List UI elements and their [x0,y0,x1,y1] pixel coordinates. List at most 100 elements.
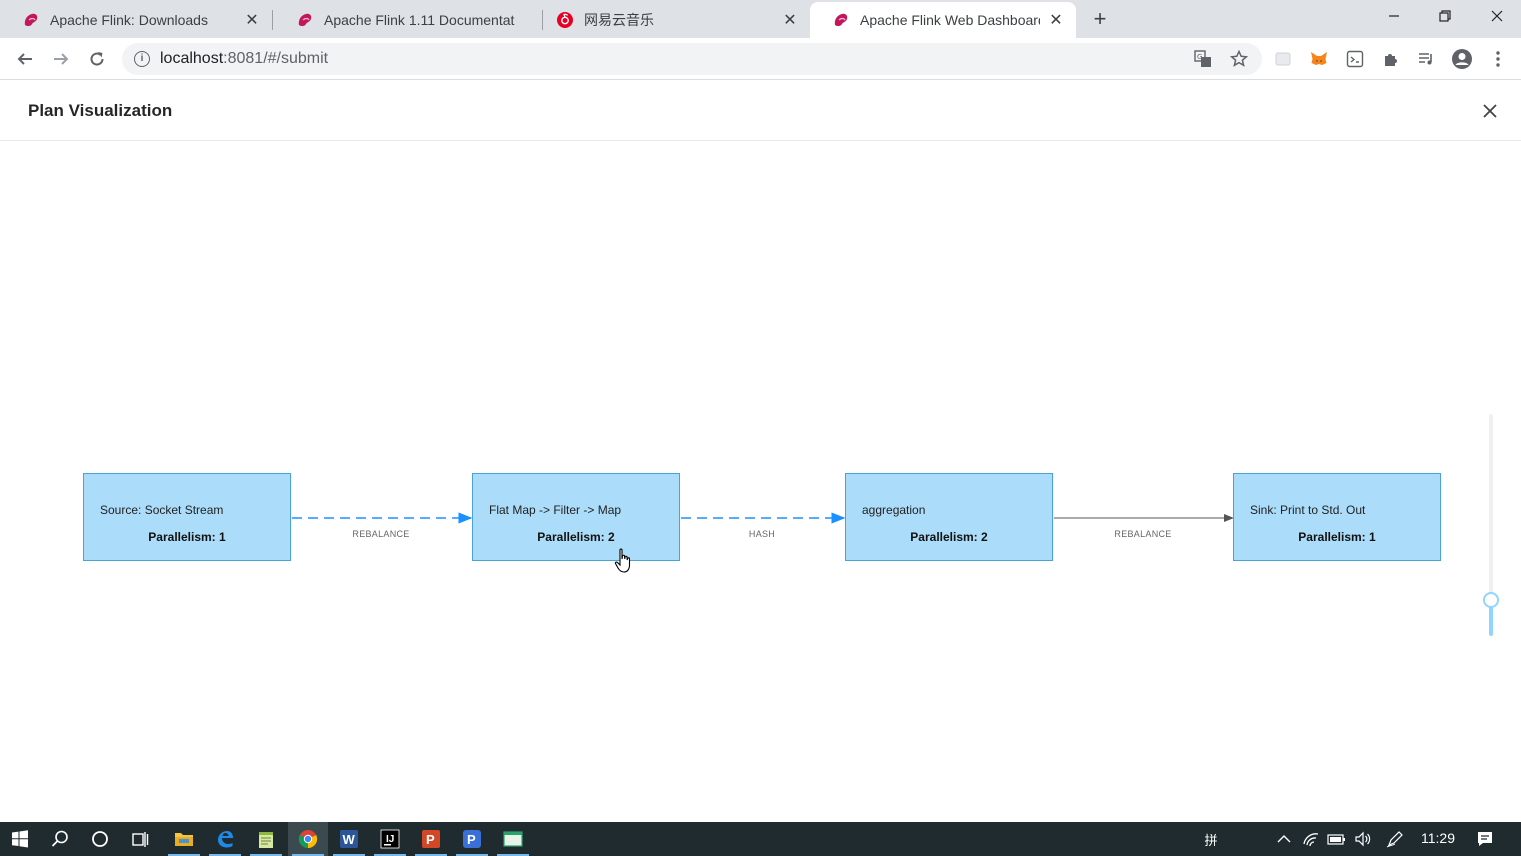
puzzle-icon [1385,54,1397,66]
profile-button[interactable] [1449,46,1475,72]
extension-button-2[interactable] [1342,46,1368,72]
tab-strip: Apache Flink: Downloads ✕ Apache Flink 1… [0,0,1521,38]
plan-node-source[interactable]: Source: Socket Stream Parallelism: 1 [83,473,291,561]
browser-menu-button[interactable] [1485,46,1511,72]
forward-arrow-icon [54,53,69,65]
taskbar-intellij[interactable]: IJ [370,822,410,856]
wifi-icon [1303,833,1319,847]
netease-music-icon [557,12,573,28]
back-arrow-icon [17,53,32,65]
new-tab-button[interactable]: + [1093,6,1107,31]
task-view-button[interactable] [120,822,160,856]
node-parallelism: Parallelism: 1 [1298,530,1376,544]
extensions-menu-button[interactable] [1378,46,1404,72]
taskbar-notepad[interactable] [246,822,286,856]
address-bar[interactable]: i localhost:8081/#/submit [122,43,1262,75]
taskbar-edge[interactable] [205,822,245,856]
taskbar-app-window[interactable] [493,822,533,856]
powerpoint-icon: P [422,830,440,848]
node-parallelism: Parallelism: 2 [537,530,615,544]
back-button[interactable] [12,46,38,72]
node-name: Flat Map -> Filter -> Map [489,503,622,517]
edge-label: REBALANCE [352,529,410,539]
notification-icon [1478,832,1492,846]
plan-node-sink[interactable]: Sink: Print to Std. Out Parallelism: 1 [1233,473,1441,561]
taskbar-app-p[interactable]: P [452,822,492,856]
battery-icon [1327,834,1345,845]
tab-close-icon[interactable]: ✕ [1049,12,1063,29]
close-icon [1491,10,1503,22]
taskbar-word[interactable]: W [329,822,369,856]
modal-title: Plan Visualization [28,101,173,120]
windows-taskbar: W IJ P P 拼 [0,822,1521,856]
search-icon [51,830,68,847]
tab-close-icon[interactable]: ✕ [245,12,259,29]
chevron-up-icon [1277,835,1291,843]
windows-logo-icon [12,830,28,848]
svg-text:W: W [343,832,356,847]
avatar-icon [1452,49,1472,69]
metamask-extension-button[interactable] [1306,46,1332,72]
tab-flink-downloads[interactable]: Apache Flink: Downloads ✕ [0,2,272,38]
flink-squirrel-icon [24,13,38,27]
battery-tray[interactable] [1324,822,1350,856]
svg-text:IJ: IJ [386,834,394,845]
ime-indicator[interactable]: 拼 [1204,832,1218,848]
svg-text:P: P [426,832,435,847]
pen-tray[interactable] [1382,822,1408,856]
taskbar-chrome[interactable] [288,822,328,856]
plan-graph-canvas[interactable]: Source: Socket Stream Parallelism: 1 Fla… [0,142,1521,822]
action-center-button[interactable] [1470,822,1500,856]
node-name: Sink: Print to Std. Out [1250,503,1366,517]
node-name: Source: Socket Stream [100,503,224,517]
cortana-circle-icon [92,831,108,847]
zoom-slider-handle[interactable] [1483,592,1499,608]
close-window-button[interactable] [1474,4,1520,32]
minimize-button[interactable] [1371,4,1417,32]
folder-icon [175,833,193,846]
tab-separator [272,10,273,30]
reload-button[interactable] [84,46,110,72]
tab-title: 网易云音乐 [584,12,654,28]
tab-separator [542,10,543,30]
edge-label: REBALANCE [1114,529,1172,539]
chrome-icon [298,830,318,849]
zoom-slider-track[interactable] [1489,414,1493,636]
search-button[interactable] [40,822,80,856]
minimize-icon [1389,15,1399,17]
url-path: :8081/#/submit [223,50,329,67]
show-hidden-icons-button[interactable] [1272,822,1296,856]
restore-icon [1439,10,1451,22]
tab-netease-music[interactable]: 网易云音乐 ✕ [534,2,810,38]
playlist-icon [1419,53,1432,65]
modal-header: Plan Visualization [0,81,1521,141]
tab-close-icon[interactable]: ✕ [783,12,797,29]
edge-browser-icon [218,831,233,848]
extension-button[interactable] [1270,46,1296,72]
restore-button[interactable] [1422,4,1468,32]
forward-button[interactable] [48,46,74,72]
modal-close-icon[interactable] [1478,99,1502,123]
edge-label: HASH [748,529,776,539]
plan-node-aggregation[interactable]: aggregation Parallelism: 2 [845,473,1053,561]
bookmark-button[interactable] [1226,46,1252,72]
translate-icon: G [1194,50,1211,67]
tab-flink-documentation[interactable]: Apache Flink 1.11 Documentat [274,2,542,38]
plan-node-flatmap[interactable]: Flat Map -> Filter -> Map Parallelism: 2 [472,473,680,561]
translate-button[interactable]: G [1190,46,1216,72]
flink-squirrel-icon [298,13,312,27]
tab-flink-dashboard[interactable]: Apache Flink Web Dashboard ✕ [810,2,1076,38]
media-control-button[interactable] [1413,46,1439,72]
taskbar-clock[interactable]: 11:29 [1421,830,1455,846]
taskbar-powerpoint[interactable]: P [411,822,451,856]
zoom-slider-fill [1489,600,1493,636]
taskbar-file-explorer[interactable] [164,822,204,856]
node-parallelism: Parallelism: 1 [148,530,226,544]
volume-tray[interactable] [1350,822,1376,856]
network-tray[interactable] [1298,822,1324,856]
start-button[interactable] [0,822,40,856]
notepad-icon [259,832,273,848]
cortana-button[interactable] [80,822,120,856]
node-parallelism: Parallelism: 2 [910,530,988,544]
site-info-icon[interactable]: i [134,51,150,67]
